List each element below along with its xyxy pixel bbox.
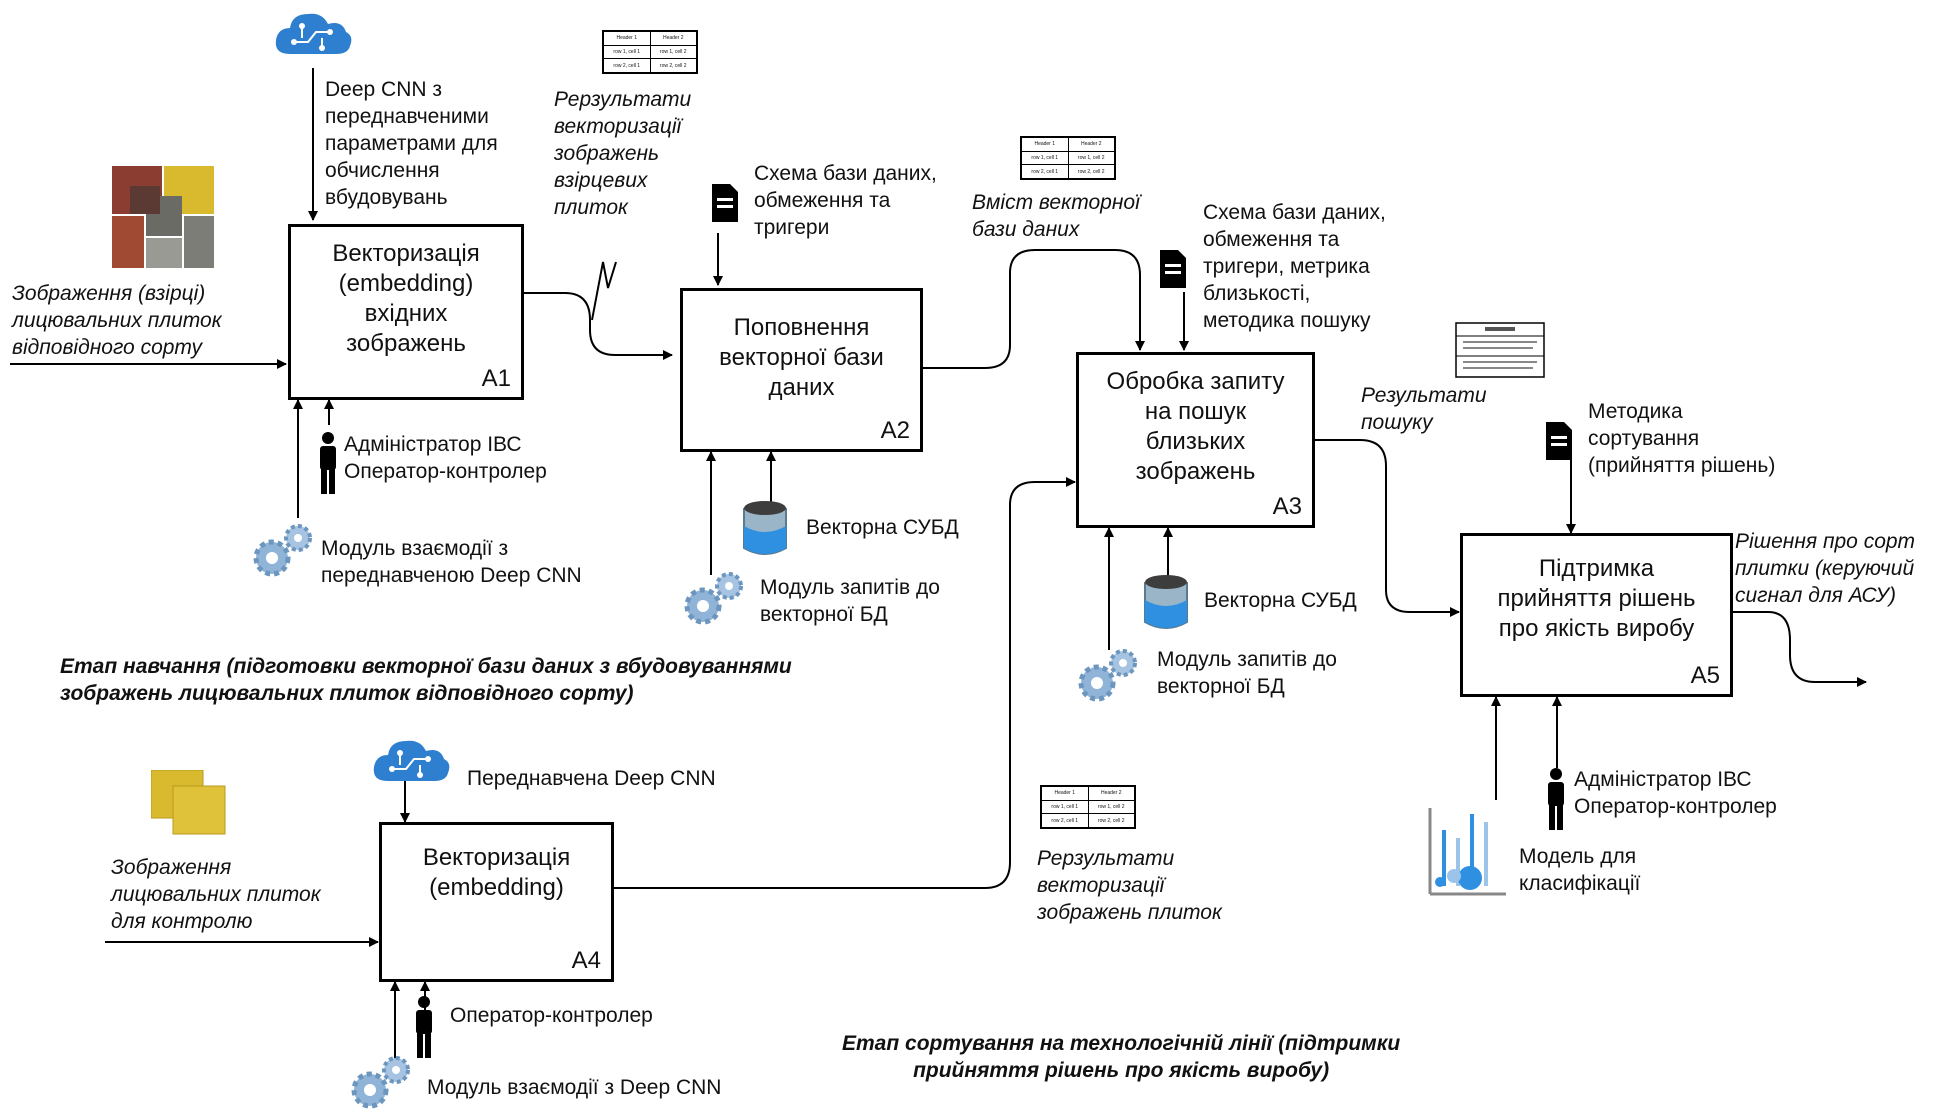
- label-admin-a1: Адміністратор ІВС Оператор-контролер: [344, 433, 547, 483]
- box-a5-code: A5: [1690, 662, 1720, 689]
- box-a4-title: Векторизація (embedding): [422, 844, 571, 901]
- box-a3-code: A3: [1272, 493, 1302, 520]
- table-thumb-h2: Header 2: [1087, 786, 1135, 801]
- table-thumb-h1: Header 1: [1021, 137, 1069, 152]
- box-a1-title: Векторизація (embedding) вхідних зображе…: [332, 240, 480, 357]
- table-thumb-c22: row 2, cell 2: [649, 58, 697, 73]
- gears-icon: [684, 572, 743, 625]
- label-admin-a5: Адміністратор ІВС Оператор-контролер: [1574, 768, 1777, 818]
- box-a3[interactable]: Обробка запиту на пошук близьких зображе…: [1076, 352, 1315, 528]
- label-stage-sorting: Етап сортування на технологічній лінії (…: [842, 1032, 1401, 1082]
- person-icon: [1548, 768, 1564, 830]
- table-thumb-c12: row 1, cell 2: [1067, 150, 1115, 166]
- table-thumb-h1: Header 1: [1041, 786, 1089, 801]
- label-sort-method: Методика сортування (прийняття рішень): [1588, 400, 1776, 477]
- label-module-a4: Модуль взаємодії з Deep CNN: [427, 1076, 722, 1099]
- table-thumb-c11: row 1, cell 1: [1021, 150, 1069, 166]
- label-operator-a4: Оператор-контролер: [450, 1004, 653, 1027]
- table-thumb-c21: row 2, cell 1: [1021, 164, 1069, 179]
- label-db-content: Вміст векторної бази даних: [972, 191, 1140, 241]
- label-deep-cnn-a1: Deep CNN з переднавченими параметрами дл…: [325, 78, 498, 209]
- gears-icon: [351, 1056, 410, 1109]
- tile-samples-image: [112, 166, 214, 268]
- document-icon: [1160, 250, 1186, 288]
- box-a5[interactable]: Підтримка прийняття рішень про якість ви…: [1460, 533, 1733, 697]
- label-vdbms-a2: Векторна СУБД: [806, 516, 959, 539]
- box-a4[interactable]: Векторизація (embedding) A4: [379, 822, 614, 982]
- database-icon: [743, 501, 787, 555]
- cloud-neural-icon: [373, 740, 450, 781]
- database-icon: [1144, 575, 1188, 629]
- person-icon: [320, 432, 336, 494]
- box-a3-title: Обробка запиту на пошук близьких зображе…: [1106, 368, 1285, 485]
- person-icon: [416, 996, 432, 1058]
- results-table-icon: [1455, 322, 1545, 378]
- label-pretrained-cnn: Переднавчена Deep CNN: [467, 767, 716, 790]
- label-decision-output: Рішення про сорт плитки (керуючий сигнал…: [1735, 530, 1916, 607]
- box-a1[interactable]: Векторизація (embedding) вхідних зображе…: [288, 224, 524, 400]
- chart-model-icon: [1428, 808, 1506, 896]
- box-a2-code: A2: [880, 417, 910, 444]
- label-input-control: Зображення лицювальних плиток для контро…: [111, 856, 321, 933]
- table-thumb-c12: row 1, cell 2: [1087, 799, 1135, 815]
- label-db-schema-a2: Схема бази даних, обмеження та тригери: [754, 162, 937, 239]
- table-thumb-h2: Header 2: [649, 31, 697, 46]
- box-a2-title: Поповнення векторної бази даних: [719, 314, 884, 401]
- box-a1-code: A1: [481, 365, 511, 392]
- label-search-results: Результати пошуку: [1361, 384, 1487, 434]
- label-query-module-a2: Модуль запитів до векторної БД: [760, 576, 940, 626]
- document-icon: [712, 184, 738, 222]
- label-stage-training: Етап навчання (підготовки векторної бази…: [60, 655, 792, 705]
- label-vector-results-a4: Рерзультати векторизації зображень плито…: [1037, 847, 1222, 924]
- gears-icon: [253, 524, 312, 577]
- gears-icon: [1078, 649, 1137, 702]
- box-a5-title: Підтримка прийняття рішень про якість ви…: [1497, 555, 1696, 642]
- box-a2[interactable]: Поповнення векторної бази даних A2: [680, 288, 923, 452]
- label-query-module-a3: Модуль запитів до векторної БД: [1157, 648, 1337, 698]
- table-thumb-c12: row 1, cell 2: [649, 44, 697, 60]
- table-thumb-c21: row 2, cell 1: [1041, 813, 1089, 828]
- control-tiles-image: [151, 770, 226, 835]
- label-module-a1: Модуль взаємодії з переднавченою Deep CN…: [321, 537, 582, 587]
- table-thumb-c21: row 2, cell 1: [603, 58, 651, 73]
- table-thumb-c22: row 2, cell 2: [1067, 164, 1115, 179]
- label-db-schema-a3: Схема бази даних, обмеження та тригери, …: [1203, 201, 1386, 332]
- table-thumb-h1: Header 1: [603, 31, 651, 46]
- table-thumb-h2: Header 2: [1067, 137, 1115, 152]
- label-vector-results-a1: Рерзультати векторизації зображень взірц…: [554, 88, 692, 219]
- cloud-neural-icon: [275, 13, 352, 54]
- label-model-a5: Модель для класифікації: [1519, 845, 1641, 895]
- table-thumb-c11: row 1, cell 1: [603, 44, 651, 60]
- box-a4-code: A4: [571, 947, 601, 974]
- document-icon: [1546, 422, 1572, 460]
- label-input-samples: Зображення (взірці) лицювальних плиток в…: [12, 282, 222, 359]
- table-thumb-c11: row 1, cell 1: [1041, 799, 1089, 815]
- label-vdbms-a3: Векторна СУБД: [1204, 589, 1357, 612]
- table-thumb-c22: row 2, cell 2: [1087, 813, 1135, 828]
